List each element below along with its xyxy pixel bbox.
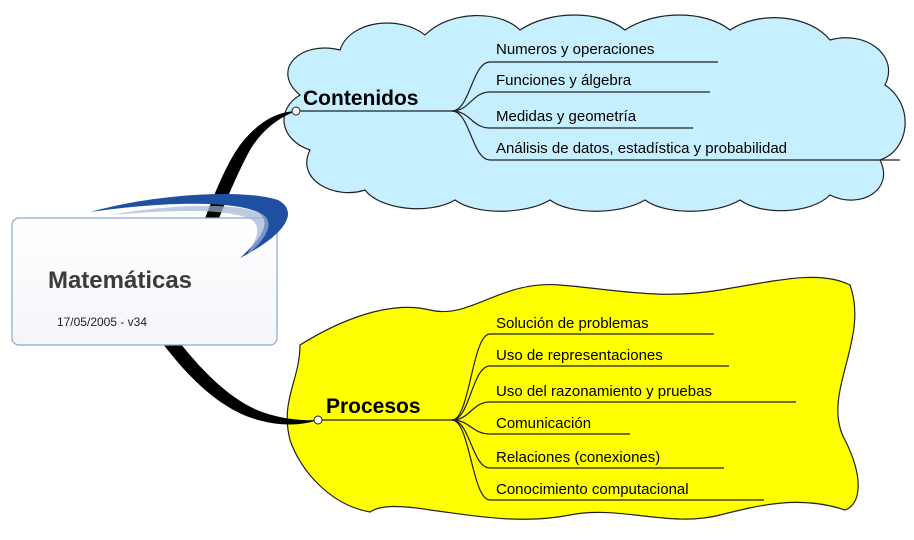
topic-conocimiento-computacional[interactable]: Conocimiento computacional <box>490 481 764 501</box>
topic-uso-del-razonamiento[interactable]: Uso del razonamiento y pruebas <box>490 383 796 403</box>
central-title: Matemáticas <box>48 267 192 294</box>
central-subtitle: 17/05/2005 - v34 <box>57 315 147 329</box>
procesos-shape <box>286 276 859 520</box>
topic-analisis-de-datos[interactable]: Análisis de datos, estadística y probabi… <box>490 140 900 161</box>
topic-label: Comunicación <box>496 415 591 432</box>
topic-comunicacion[interactable]: Comunicación <box>490 415 630 435</box>
topic-solucion-de-problemas[interactable]: Solución de problemas <box>490 315 714 335</box>
topic-label: Numeros y operaciones <box>496 41 654 58</box>
topic-relaciones[interactable]: Relaciones (conexiones) <box>490 449 724 469</box>
branch-procesos[interactable]: Procesos Solución de problemas Uso de re… <box>313 315 796 501</box>
topic-label: Relaciones (conexiones) <box>496 449 660 466</box>
topic-label: Conocimiento computacional <box>496 481 689 498</box>
topic-medidas-y-geometria[interactable]: Medidas y geometría <box>490 108 693 129</box>
connector-line <box>451 91 491 112</box>
topic-label: Medidas y geometría <box>496 108 637 125</box>
topic-funciones-y-algebra[interactable]: Funciones y álgebra <box>490 72 710 93</box>
connector-line <box>451 110 491 161</box>
branch-label-procesos: Procesos <box>326 395 421 418</box>
topic-label: Análisis de datos, estadística y probabi… <box>496 140 787 157</box>
branch-contenidos[interactable]: Contenidos Numeros y operaciones Funcion… <box>291 41 900 161</box>
topic-numeros-y-operaciones[interactable]: Numeros y operaciones <box>490 41 718 63</box>
topic-label: Solución de problemas <box>496 315 649 332</box>
connector-line <box>451 365 491 421</box>
connector-line <box>451 419 491 469</box>
connector-line <box>451 333 491 421</box>
topic-label: Uso del razonamiento y pruebas <box>496 383 712 400</box>
topic-uso-de-representaciones[interactable]: Uso de representaciones <box>490 347 729 367</box>
swoosh-shadow <box>110 205 269 256</box>
topic-label: Uso de representaciones <box>496 347 663 364</box>
branch-handle[interactable] <box>291 106 301 116</box>
connector-line <box>451 419 491 501</box>
topic-label: Funciones y álgebra <box>496 72 632 89</box>
connector-line <box>451 61 491 112</box>
central-topic[interactable]: Matemáticas 17/05/2005 - v34 <box>11 193 289 346</box>
swoosh-decoration <box>90 193 289 258</box>
branch-label-contenidos: Contenidos <box>303 87 419 110</box>
branch-handle[interactable] <box>313 415 323 425</box>
connector-line <box>451 401 491 421</box>
